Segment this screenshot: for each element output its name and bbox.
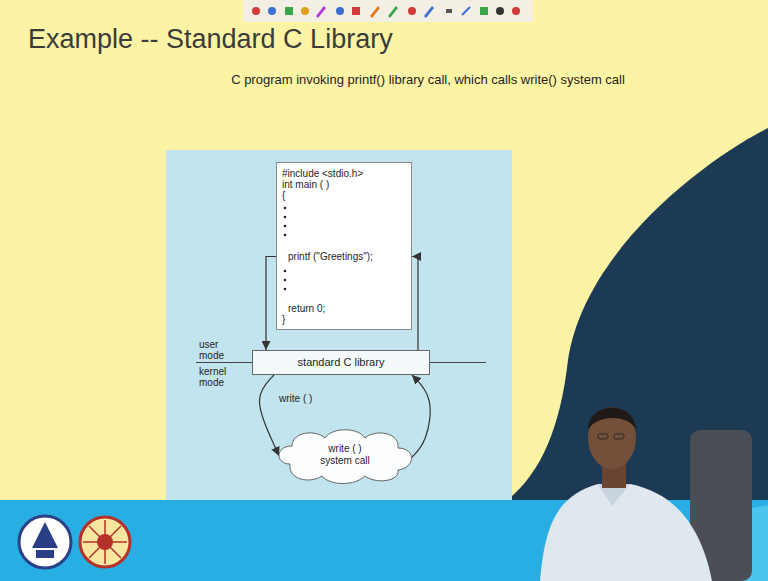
toolbar-icons	[252, 6, 520, 18]
logo-emblem	[32, 522, 58, 548]
toolbar-icon	[268, 7, 276, 15]
toolbar-icon	[336, 7, 344, 15]
toolbar-icon	[285, 7, 293, 15]
toolbar-icon	[370, 6, 380, 18]
logo-spokes	[83, 520, 127, 564]
lecturer-figure	[540, 407, 752, 581]
toolbar-icon	[512, 7, 520, 15]
toolbar	[243, 0, 533, 22]
slide-subtitle: C program invoking printf() library call…	[88, 72, 768, 88]
toolbar-icon	[424, 6, 434, 18]
mode-label: user mode	[199, 339, 235, 361]
program-code-box: #include <stdio.h>int main ( ){ printf ("…	[276, 162, 412, 330]
toolbar-icon	[496, 7, 504, 15]
mode-label: kernel mode	[199, 366, 235, 388]
call-arrow	[266, 257, 276, 351]
code-line: }	[282, 314, 285, 325]
ellipsis-dot	[284, 288, 287, 291]
ellipsis-dot	[284, 207, 287, 210]
ellipsis-dot	[284, 279, 287, 282]
glasses	[598, 434, 608, 439]
edge-label: write ( )	[277, 393, 314, 405]
ellipsis-dot	[284, 270, 287, 273]
toolbar-icon	[316, 6, 326, 18]
logo-ring	[19, 516, 71, 568]
code-line: return 0;	[288, 303, 325, 314]
logo-ring	[80, 517, 130, 567]
logo-emblem	[36, 550, 54, 558]
head	[588, 407, 636, 469]
code-line: int main ( )	[282, 179, 329, 190]
ellipsis-dot	[284, 225, 287, 228]
ellipsis-dot	[284, 234, 287, 237]
library-name: standard C library	[298, 356, 385, 369]
nptel-logo	[80, 517, 130, 567]
toolbar-icon	[352, 7, 360, 15]
system-call-text: write ( ) system call	[314, 443, 376, 467]
call-arrow	[259, 375, 279, 456]
toolbar-icon	[301, 7, 309, 15]
system-call-cloud: write ( ) system call	[270, 424, 420, 486]
code-line: #include <stdio.h>	[282, 168, 363, 179]
call-arrow	[412, 257, 418, 351]
vertical-ellipsis	[284, 207, 287, 237]
code-line: printf ("Greetings");	[288, 251, 373, 262]
toolbar-icon	[446, 9, 452, 13]
ellipsis-dot	[284, 216, 287, 219]
toolbar-icon	[462, 7, 470, 15]
shirt	[540, 484, 712, 581]
slide-title: Example -- Standard C Library	[28, 24, 393, 55]
code-line: {	[282, 190, 285, 201]
glasses	[614, 434, 624, 439]
hair	[588, 408, 636, 431]
library-box: standard C library	[252, 350, 430, 375]
institute-logo	[19, 516, 71, 568]
toolbar-icon	[252, 7, 260, 15]
toolbar-icon	[388, 6, 398, 18]
cloud-shape	[279, 430, 412, 484]
diagram-panel	[166, 150, 512, 500]
toolbar-icon	[480, 7, 488, 15]
vertical-ellipsis	[284, 270, 287, 291]
call-arrow	[411, 375, 430, 458]
toolbar-icon	[408, 7, 416, 15]
